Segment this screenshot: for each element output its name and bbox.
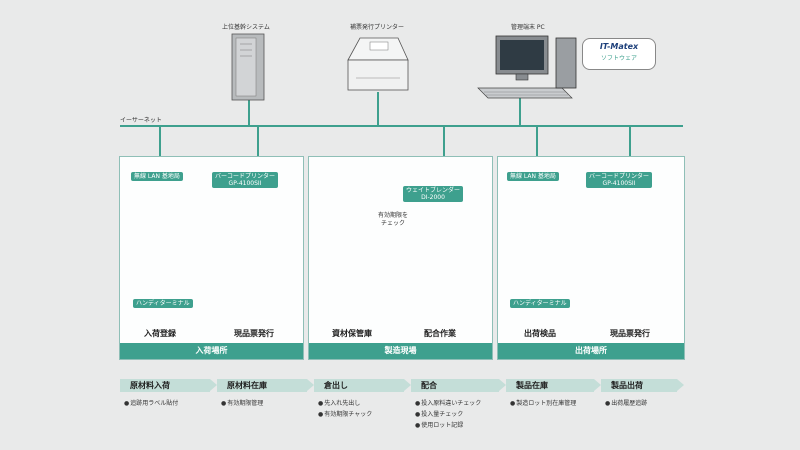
right-caption-a: 出荷検品: [524, 329, 556, 338]
step-pick-out: 倉出し: [314, 379, 411, 392]
pc-label: 管理端末 PC: [511, 24, 545, 31]
notes-raw-receiving: 追跡用ラベル貼付: [124, 398, 178, 409]
note-item: 製造ロット別在庫管理: [510, 398, 576, 409]
note-item: 有効期限管理: [221, 398, 263, 409]
step-blending: 配合: [411, 379, 506, 392]
zone-shipping: 出荷場所: [497, 156, 685, 360]
software-name: ソフトウェア: [600, 55, 637, 62]
left-handy-tag: ハンディターミナル: [133, 299, 193, 308]
step-raw-receiving: 原材料入荷: [120, 379, 217, 392]
notes-pick-out: 先入れ先出し 有効期限チャック: [318, 398, 372, 420]
zone-shipping-bar: 出荷場所: [498, 343, 684, 359]
note-item: 投入量チェック: [415, 409, 481, 420]
label-printer-icon: [347, 37, 409, 91]
check-note: 有効期限を チェック: [378, 212, 408, 228]
pc-icon: [477, 35, 577, 99]
check-note-line1: 有効期限を: [378, 212, 409, 219]
software-logo: IT-Matex: [599, 42, 639, 51]
zone-receiving-bar: 入荷場所: [120, 343, 303, 359]
left-printer-tag-line1: バーコードプリンター: [215, 173, 276, 180]
blender-tag-line1: ウェイトブレンダー: [406, 187, 461, 194]
server-icon: [231, 33, 265, 101]
left-caption-b: 現品票発行: [234, 329, 274, 338]
center-caption-b: 配合作業: [424, 329, 456, 338]
step-product-shipping: 製品出荷: [601, 379, 684, 392]
right-caption-b: 現品票発行: [610, 329, 650, 338]
blender-tag: ウェイトブレンダー DI-2000: [403, 186, 464, 202]
label-printer-label: 補票発行プリンター: [350, 24, 405, 31]
right-printer-tag-line1: バーコードプリンター: [589, 173, 650, 180]
notes-blending: 投入原料違いチェック 投入量チェック 使用ロット記録: [415, 398, 481, 431]
note-item: 追跡用ラベル貼付: [124, 398, 178, 409]
note-item: 有効期限チャック: [318, 409, 372, 420]
step-raw-inventory: 原材料在庫: [217, 379, 314, 392]
note-item: 使用ロット記録: [415, 420, 481, 431]
notes-raw-inventory: 有効期限管理: [221, 398, 263, 409]
left-printer-tag: バーコードプリンター GP-4100SII: [212, 172, 279, 188]
zone-receiving: 入荷場所: [119, 156, 304, 360]
note-item: 先入れ先出し: [318, 398, 372, 409]
step-product-inventory: 製品在庫: [506, 379, 601, 392]
software-badge: IT-Matex ソフトウェア: [582, 38, 656, 70]
blender-tag-line2: DI-2000: [421, 194, 445, 201]
right-printer-tag: バーコードプリンター GP-4100SII: [586, 172, 653, 188]
note-item: 投入原料違いチェック: [415, 398, 481, 409]
host-system-label: 上位基幹システム: [222, 24, 270, 31]
notes-product-inventory: 製造ロット別在庫管理: [510, 398, 576, 409]
center-caption-a: 資材保管庫: [332, 329, 372, 338]
right-lan-tag: 無線 LAN 基地局: [507, 172, 559, 181]
left-caption-a: 入荷登録: [144, 329, 176, 338]
right-handy-tag: ハンディターミナル: [510, 299, 570, 308]
right-printer-tag-line2: GP-4100SII: [602, 180, 636, 187]
note-item: 出荷履歴追跡: [605, 398, 647, 409]
check-note-line2: チェック: [381, 220, 406, 227]
zone-manufacturing-bar: 製造現場: [309, 343, 492, 359]
ethernet-label: イーサーネット: [120, 117, 162, 124]
notes-product-shipping: 出荷履歴追跡: [605, 398, 647, 409]
left-lan-tag: 無線 LAN 基地局: [131, 172, 183, 181]
left-printer-tag-line2: GP-4100SII: [228, 180, 262, 187]
